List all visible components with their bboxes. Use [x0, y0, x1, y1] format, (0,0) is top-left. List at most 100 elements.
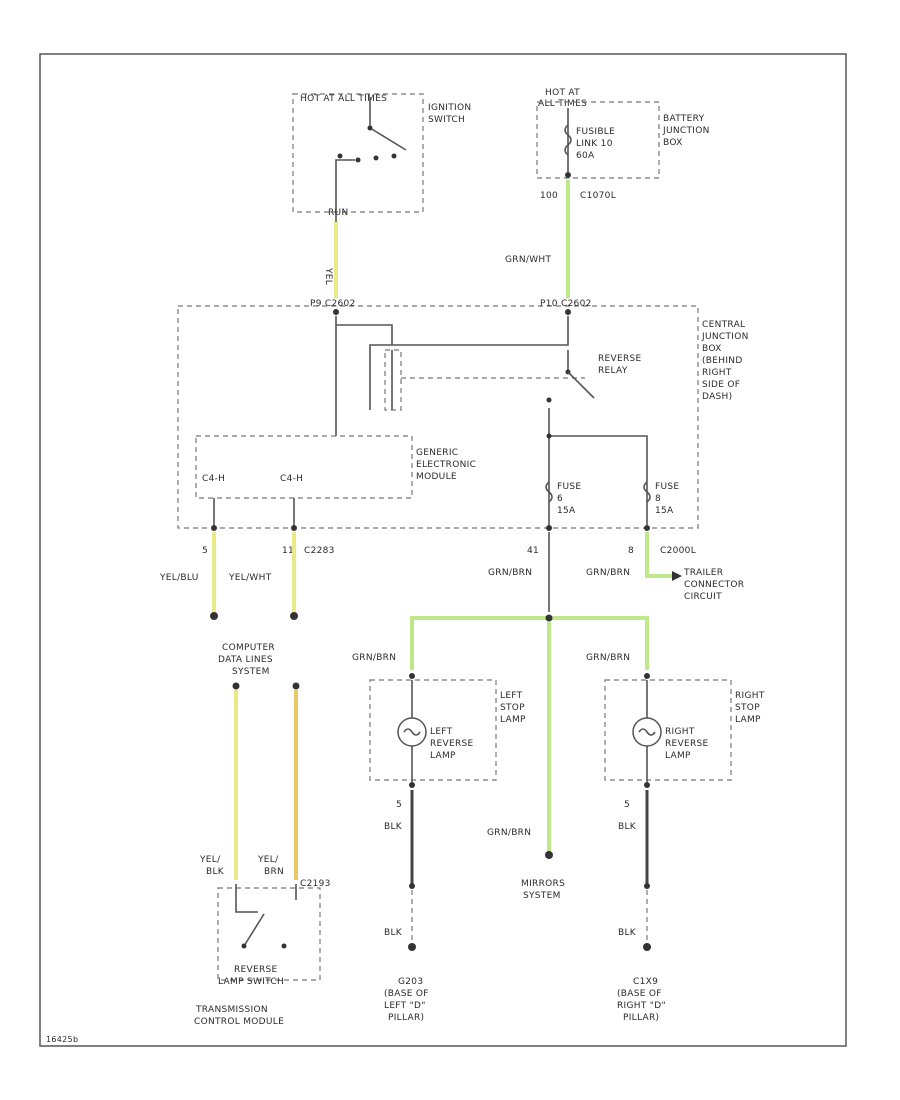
- mirrors-wire-color: GRN/BRN: [487, 828, 531, 838]
- battery-hot-label-1: HOT AT: [545, 88, 580, 98]
- bus-end-right: [290, 612, 298, 620]
- ignition-hot-label: HOT AT ALL TIMES: [300, 94, 387, 104]
- right-ground-wire-color: BLK: [618, 822, 637, 832]
- distribution-splice-dot: [545, 614, 553, 622]
- cjb-label-3: BOX: [702, 344, 722, 354]
- tcm-switch-dot: [241, 943, 247, 949]
- fuse-8-label-1: FUSE: [655, 482, 679, 492]
- gem-group: GENERIC ELECTRONIC MODULE C4-H C4-H: [195, 435, 476, 531]
- left-lamp-wire-color: GRN/BRN: [352, 653, 396, 663]
- fuse-6-label-1: FUSE: [557, 482, 581, 492]
- relay-output-dot: [546, 397, 552, 403]
- cjb-label-1: CENTRAL: [702, 320, 745, 330]
- ignition-switch-label-2: SWITCH: [428, 115, 465, 125]
- right-lamp-ground-terminal: [644, 782, 650, 788]
- fuse-6-symbol: [545, 481, 553, 503]
- gem-label-3: MODULE: [416, 472, 457, 482]
- left-ground-label-1: G203: [398, 977, 423, 987]
- battery-hot-label-2: ALL TIMES: [538, 99, 587, 109]
- cjb-label-4: (BEHIND: [702, 356, 743, 366]
- relay-switch-blade: [567, 371, 595, 399]
- gem-box: [195, 435, 413, 499]
- fusible-link-label-3: 60A: [576, 151, 595, 161]
- footer-code: 16425b: [46, 1035, 78, 1044]
- right-lamp-box: [604, 679, 732, 781]
- right-ground-splice: [644, 883, 650, 889]
- tcm-switch-blade: [243, 913, 265, 947]
- left-reverse-label-2: REVERSE: [430, 739, 474, 749]
- cjb-left-terminal: [333, 309, 339, 315]
- bus-connector: C2283: [304, 546, 335, 556]
- right-stop-label-1: RIGHT: [735, 691, 765, 701]
- battery-box-label-3: BOX: [663, 138, 683, 148]
- tcm-module-label-1: TRANSMISSION: [195, 1005, 268, 1015]
- fuse-8-symbol: [643, 481, 651, 503]
- left-ground-wire-color: BLK: [384, 822, 403, 832]
- cjb-label-5: RIGHT: [702, 368, 732, 378]
- cjb-outputs-group: 41 8 C2000L GRN/BRN GRN/BRN TRAILER CONN…: [410, 532, 744, 901]
- gem-label-1: GENERIC: [416, 448, 458, 458]
- trailer-label-1: TRAILER: [683, 568, 723, 578]
- fuse-6-label-3: 15A: [557, 506, 576, 516]
- mirrors-end-dot: [545, 851, 553, 859]
- bus-system-label-3: SYSTEM: [232, 667, 270, 677]
- left-stop-label-2: STOP: [500, 703, 525, 713]
- right-lamp-pin: 5: [624, 800, 630, 810]
- bus-system-label-1: COMPUTER: [222, 643, 275, 653]
- left-ground-icon: [408, 943, 416, 951]
- battery-pin-label: 100: [540, 191, 558, 201]
- cjb-label-7: DASH): [702, 392, 732, 402]
- relay-label-2: RELAY: [598, 366, 628, 376]
- fusible-link-symbol: [564, 124, 572, 156]
- tcm-wire-left-1: YEL/: [199, 855, 221, 865]
- left-ground-wire-color-2: BLK: [384, 928, 403, 938]
- cjb-splice-dot: [546, 433, 552, 439]
- data-lines-group: 5 11 C2283 YEL/BLU YEL/WHT COMPUTER DATA…: [159, 532, 335, 880]
- gem-label-2: ELECTRONIC: [416, 460, 476, 470]
- ignition-contact-dot: [373, 155, 379, 161]
- battery-junction-group: HOT AT ALL TIMES FUSIBLE LINK 10 60A BAT…: [505, 88, 709, 298]
- right-ground-label-3: RIGHT "D": [617, 1001, 666, 1011]
- tcm-connector: C2193: [300, 879, 331, 889]
- trailer-arrow-icon: [672, 571, 682, 581]
- left-lamp-box: [369, 679, 497, 781]
- ignition-wire-color: YEL: [323, 267, 333, 285]
- bus-pin-right: 11: [282, 546, 294, 556]
- ignition-switch-blade: [369, 127, 407, 151]
- right-ground-label-4: PILLAR): [623, 1013, 659, 1023]
- cjb-output-terminal-right: [644, 525, 650, 531]
- tcm-wire-right-2: BRN: [264, 867, 284, 877]
- cjb-output-right: [549, 435, 648, 525]
- right-lamp-wire-color: GRN/BRN: [586, 653, 630, 663]
- trailer-label-3: CIRCUIT: [684, 592, 722, 602]
- tcm-box: [217, 887, 321, 981]
- tcm-switch-feed: [235, 884, 258, 913]
- ignition-run-label: RUN: [328, 208, 348, 218]
- ignition-contact-dot: [337, 153, 343, 159]
- output-connector-right: C2000L: [660, 546, 696, 556]
- gem-terminal-left: [211, 525, 217, 531]
- right-reverse-label-1: RIGHT: [665, 727, 695, 737]
- battery-box-label-1: BATTERY: [663, 114, 705, 124]
- cjb-connector-left: P9 C2602: [310, 299, 356, 309]
- bus-system-label-2: DATA LINES: [218, 655, 273, 665]
- mirrors-label-1: MIRRORS: [521, 879, 565, 889]
- bus-pin-left: 5: [202, 546, 208, 556]
- output-pin-right: 8: [628, 546, 634, 556]
- gem-pin-left: C4-H: [202, 474, 225, 484]
- right-ground-icon: [643, 943, 651, 951]
- left-ground-splice: [409, 883, 415, 889]
- left-lamp-group: GRN/BRN LEFT STOP LAMP LEFT REVERSE LAMP…: [352, 653, 526, 1023]
- central-junction-box: [177, 305, 699, 529]
- ignition-switch-label-1: IGNITION: [428, 103, 471, 113]
- left-reverse-label-3: LAMP: [430, 751, 456, 761]
- mirrors-label-2: SYSTEM: [523, 891, 561, 901]
- left-ground-label-3: LEFT "D": [384, 1001, 426, 1011]
- left-lamp-ground-terminal: [409, 782, 415, 788]
- trailer-feed-wire: [645, 532, 672, 578]
- central-junction-box-group: P9 C2602 P10 C2602 CENTRAL JUNCTION BOX …: [177, 299, 748, 531]
- tcm-module-label-2: CONTROL MODULE: [194, 1017, 284, 1027]
- left-stop-label-3: LAMP: [500, 715, 526, 725]
- fusible-link-label-2: LINK 10: [576, 139, 613, 149]
